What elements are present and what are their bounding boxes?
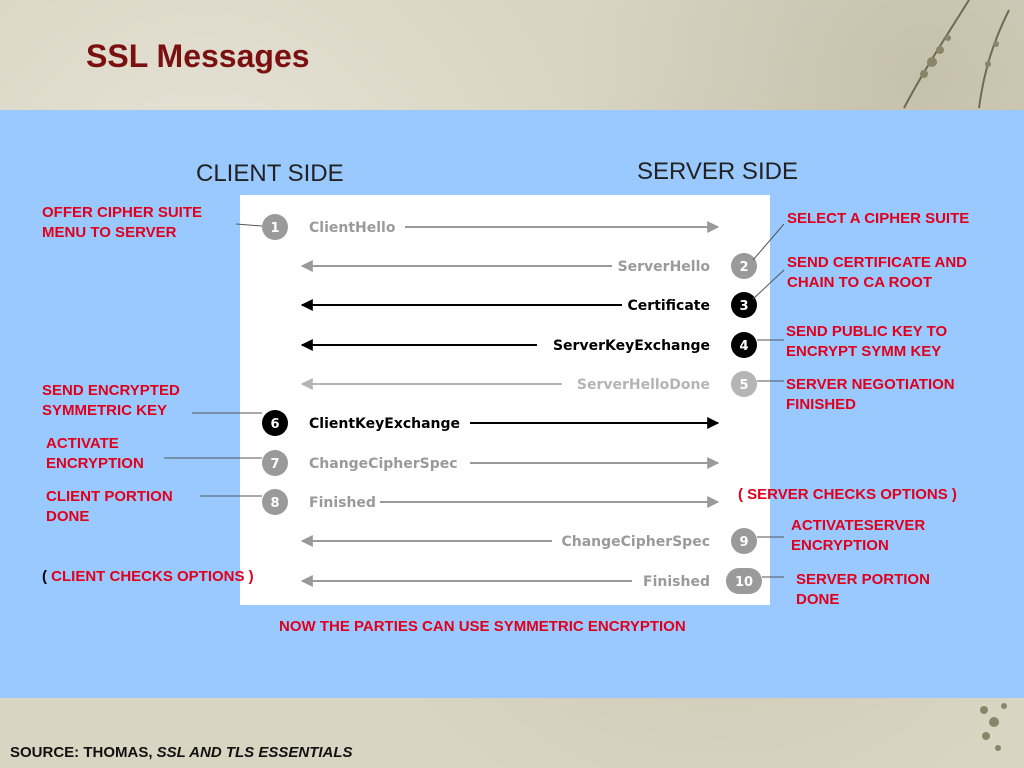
note-line: ACTIVATE: [46, 435, 119, 452]
source-citation: SOURCE: THOMAS, SSL AND TLS ESSENTIALS: [10, 744, 353, 761]
note-client-portion-done: CLIENT PORTION DONE: [46, 487, 173, 527]
step-badge-3: [731, 292, 757, 318]
note-line: SERVER PORTION: [796, 571, 930, 588]
message-row-9: 9 ChangeCipherSpec: [300, 528, 757, 554]
step-badge-7: [262, 450, 288, 476]
note-line: SEND PUBLIC KEY TO: [786, 323, 948, 340]
note-line: ENCRYPTION: [46, 455, 144, 472]
message-label-4: ServerKeyExchange: [553, 338, 710, 354]
step-badge-1: [262, 214, 288, 240]
message-row-2: 2 ServerHello: [300, 253, 757, 279]
note-line: CHAIN TO CA ROOT: [787, 274, 932, 291]
step-badge-9: [731, 528, 757, 554]
note-select-cipher-suite: SELECT A CIPHER SUITE: [787, 210, 970, 227]
message-label-9: ChangeCipherSpec: [561, 534, 710, 550]
note-offer-cipher-suite: OFFER CIPHER SUITE MENU TO SERVER: [42, 203, 202, 243]
note-server-portion-done: SERVER PORTION DONE: [796, 570, 930, 610]
step-badge-5: [731, 371, 757, 397]
note-line: SERVER NEGOTIATION: [786, 376, 955, 393]
step-number-3: 3: [739, 299, 748, 314]
message-label-6: ClientKeyExchange: [309, 416, 460, 432]
server-side-heading: SERVER SIDE: [637, 158, 798, 185]
note-send-encrypted-key: SEND ENCRYPTED SYMMETRIC KEY: [42, 381, 180, 421]
message-label-2: ServerHello: [618, 259, 711, 275]
note-line: DONE: [46, 508, 90, 525]
connector-certificate: [752, 269, 785, 300]
message-label-5: ServerHelloDone: [577, 377, 710, 393]
message-label-8: Finished: [309, 495, 376, 511]
note-paren: (: [42, 568, 47, 585]
message-row-4: 4 ServerKeyExchange: [300, 332, 757, 358]
message-row-8: 8 Finished: [262, 489, 720, 515]
note-line: FINISHED: [786, 396, 857, 413]
note-symmetric-encryption: NOW THE PARTIES CAN USE SYMMETRIC ENCRYP…: [279, 618, 686, 635]
message-label-3: Certificate: [628, 298, 710, 314]
message-label-10: Finished: [643, 574, 710, 590]
note-server-checks-options: ( SERVER CHECKS OPTIONS ): [738, 486, 957, 503]
message-label-7: ChangeCipherSpec: [309, 456, 458, 472]
step-badge-6: [262, 410, 288, 436]
note-client-checks-options: ( CLIENT CHECKS OPTIONS ): [42, 567, 254, 587]
connector-offer: [235, 223, 263, 227]
message-row-3: 3 Certificate: [300, 292, 757, 318]
note-line: CLIENT PORTION: [46, 488, 173, 505]
step-number-8: 8: [270, 496, 279, 511]
step-badge-2: [731, 253, 757, 279]
page-title: SSL Messages: [86, 38, 310, 74]
annotation-connectors: [164, 223, 785, 578]
connector-select: [752, 223, 785, 261]
note-line: DONE: [796, 591, 840, 608]
note-line: SYMMETRIC KEY: [42, 402, 168, 419]
note-line: CLIENT CHECKS OPTIONS ): [51, 568, 254, 585]
step-number-5: 5: [739, 378, 748, 393]
step-number-9: 9: [739, 535, 748, 550]
source-prefix: SOURCE: THOMAS,: [10, 744, 153, 761]
note-line: ACTIVATESERVER: [791, 517, 926, 534]
message-row-5: 5 ServerHelloDone: [300, 371, 757, 397]
step-number-10: 10: [735, 575, 753, 590]
step-badge-4: [731, 332, 757, 358]
step-badge-8: [262, 489, 288, 515]
note-activate-encryption: ACTIVATE ENCRYPTION: [46, 434, 144, 474]
note-line: SEND ENCRYPTED: [42, 382, 180, 399]
step-number-7: 7: [270, 457, 279, 472]
note-send-public-key: SEND PUBLIC KEY TO ENCRYPT SYMM KEY: [786, 322, 947, 362]
step-number-6: 6: [270, 417, 279, 432]
step-number-4: 4: [739, 339, 748, 354]
step-number-2: 2: [739, 260, 748, 275]
message-label-1: ClientHello: [309, 220, 396, 236]
note-line: ENCRYPTION: [791, 537, 889, 554]
decorative-plant-bottom-right: [980, 703, 1007, 751]
step-badge-10: [726, 568, 762, 594]
message-row-1: 1 ClientHello: [262, 214, 720, 240]
note-activate-server-encryption: ACTIVATESERVER ENCRYPTION: [791, 516, 925, 556]
note-line: SEND CERTIFICATE AND: [787, 254, 967, 271]
note-line: ENCRYPT SYMM KEY: [786, 343, 942, 360]
note-line: MENU TO SERVER: [42, 224, 177, 241]
note-line: OFFER CIPHER SUITE: [42, 204, 203, 221]
message-row-6: 6 ClientKeyExchange: [262, 410, 720, 436]
step-number-1: 1: [270, 221, 279, 236]
note-send-certificate: SEND CERTIFICATE AND CHAIN TO CA ROOT: [787, 253, 967, 293]
note-server-negotiation-finished: SERVER NEGOTIATION FINISHED: [786, 375, 955, 415]
client-side-heading: CLIENT SIDE: [196, 160, 344, 187]
source-title: SSL AND TLS ESSENTIALS: [156, 744, 353, 761]
decorative-plant-top-right: [903, 0, 1010, 109]
message-row-7: 7 ChangeCipherSpec: [262, 450, 720, 476]
message-row-10: 10 Finished: [300, 568, 762, 594]
message-flow-box: [240, 195, 770, 605]
